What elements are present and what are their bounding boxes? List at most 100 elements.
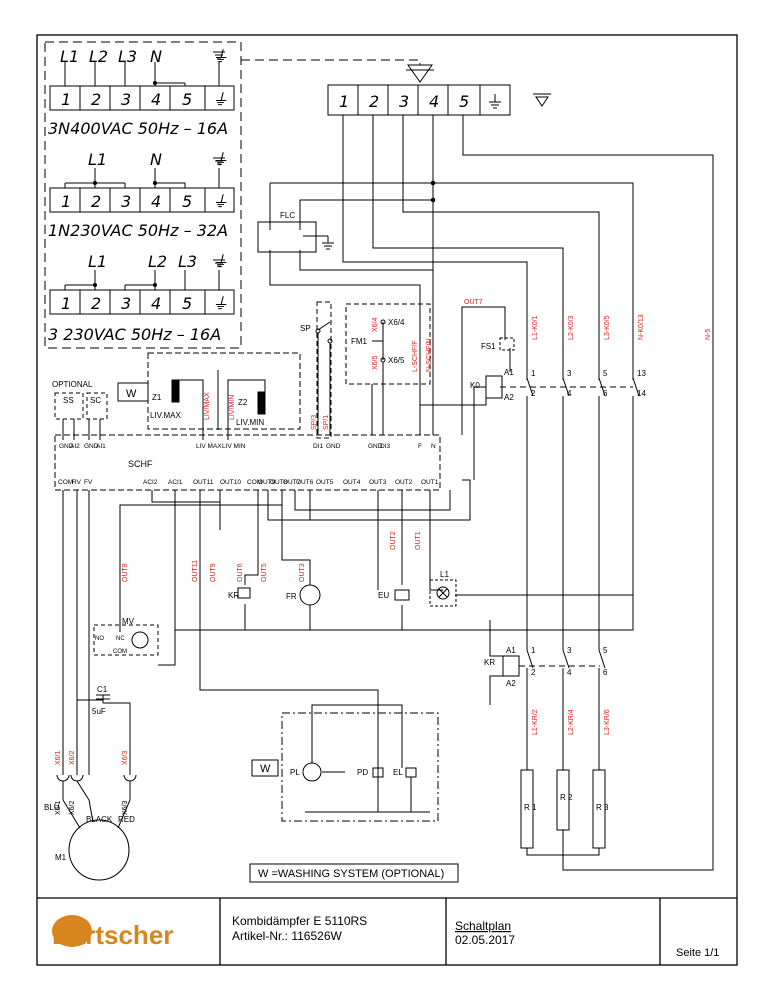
pin-f: F [418, 443, 422, 450]
pin-out4: OUT4 [343, 479, 361, 486]
red-sp1: SP/1 [323, 415, 330, 430]
r1-label: R 1 [524, 803, 537, 812]
pin-out5: OUT5 [316, 479, 334, 486]
article-number: Artikel-Nr.: 116526W [232, 929, 342, 943]
pin-gnd2: GND [84, 443, 99, 450]
red-l-schf: L-SCHF/F [412, 341, 419, 373]
red-n-schf: N-SCHF/N [426, 339, 433, 372]
red-x63: X6/3 [122, 750, 129, 765]
optional-label: OPTIONAL [52, 380, 93, 389]
k0-c13: 13 [637, 369, 646, 378]
mv-com: COM [113, 649, 127, 655]
ground-icon [213, 51, 225, 267]
x65-label: X6/5 [388, 356, 405, 365]
schf-bottom-pins: COM RV FV ACI2 ACI1 OUT11 OUT10 COM OUT9… [58, 479, 439, 486]
mv-nc: NC [116, 636, 125, 642]
s1-cell-pe: ⏚ [212, 90, 228, 109]
pin-out9: OUT9 [258, 479, 276, 486]
k0-a1: A1 [504, 368, 514, 377]
sc-label: SC [90, 396, 101, 405]
supply-block-2 [49, 168, 235, 213]
el-label: EL [393, 768, 403, 777]
red-x61: X6/1 [55, 750, 62, 765]
eu-valve [394, 589, 410, 601]
supply2-rating: 1N230VAC 50Hz – 32A [48, 221, 228, 240]
pin-fv: FV [84, 479, 93, 486]
s3-cell-3: 3 [121, 294, 131, 313]
fr-label: FR [286, 592, 297, 601]
pin-gnd3: GND [326, 443, 341, 450]
blu-label: BLU [44, 803, 60, 812]
kr-lower-label: KR [484, 658, 495, 667]
red-out11: OUT11 [192, 560, 199, 582]
flc-label: FLC [280, 211, 295, 220]
supply1-label-l2: L2 [89, 47, 108, 66]
fm1-label: FM1 [351, 337, 368, 346]
fs1-label: FS1 [481, 342, 496, 351]
pl-label: PL [290, 768, 300, 777]
supply-block-3 [49, 270, 235, 315]
supply3-label-l1: L1 [88, 252, 107, 271]
pin-com2: COM [247, 479, 262, 486]
red-out1: OUT1 [415, 531, 422, 550]
mv-no: NO [95, 636, 104, 642]
bartscher-logo [52, 915, 92, 947]
z2-desc: LIV.MIN [236, 418, 264, 427]
z2-label: Z2 [238, 398, 248, 407]
red-n5: N-5 [705, 329, 712, 340]
k0-c2: 2 [531, 389, 536, 398]
supply2-label-n: N [150, 150, 162, 169]
red-out2: OUT2 [390, 531, 397, 550]
pin-di3: DI3 [380, 443, 391, 450]
red-out8: OUT8 [122, 563, 129, 582]
fr-motor [299, 584, 321, 606]
supply1-label-l1: L1 [60, 47, 79, 66]
red-label: RED [118, 815, 135, 824]
schf-label: SCHF [128, 459, 153, 469]
schf-top-pins: GND AI2 GND AI1 LIV MAX LIV MIN DI1 GND … [59, 443, 436, 450]
output-wires [62, 479, 634, 785]
pd-label: PD [357, 768, 368, 777]
page-number: Seite 1/1 [676, 947, 719, 959]
main-terminal-strip [327, 64, 551, 116]
schf-controller [54, 434, 441, 491]
main-cell-5: 5 [459, 92, 469, 111]
red-sp3: SP/3 [311, 415, 318, 430]
doc-type: Schaltplan [455, 919, 511, 933]
red-l3-kr: L3-KR/6 [604, 709, 611, 735]
s2-cell-pe: ⏚ [212, 192, 228, 211]
s2-cell-1: 1 [61, 192, 71, 211]
pin-aci1: ACI1 [168, 479, 183, 486]
s1-cell-5: 5 [182, 90, 192, 109]
k0-contactor [419, 306, 640, 650]
red-liv-min: LIV/MIN [229, 395, 236, 420]
w-label-bottom: W [260, 763, 271, 775]
pin-rv: RV [72, 479, 82, 486]
supply3-rating: 3 230VAC 50Hz – 16A [48, 325, 221, 344]
pin-out8: OUT8 [270, 479, 288, 486]
kr-c5: 5 [603, 646, 608, 655]
main-cell-4: 4 [429, 92, 439, 111]
red-x65: X6/5 [372, 355, 379, 370]
fm1-switch [345, 303, 431, 435]
main-cell-2: 2 [369, 92, 379, 111]
pin-out2: OUT2 [395, 479, 413, 486]
supply1-rating: 3N400VAC 50Hz – 16A [48, 119, 228, 138]
drawing-frame [36, 34, 738, 966]
red-out9: OUT9 [210, 563, 217, 582]
x64-label: X6/4 [388, 318, 405, 327]
pin-out11: OUT11 [193, 479, 214, 486]
black-label: BLACK [86, 815, 113, 824]
m1-label: M1 [55, 853, 67, 862]
kr-c6: 6 [603, 668, 608, 677]
pin-n: N [431, 443, 436, 450]
flc-filter [257, 221, 334, 253]
r3-label: R 3 [596, 803, 609, 812]
s3-cell-5: 5 [182, 294, 192, 313]
z1-label: Z1 [152, 393, 162, 402]
supply1-label-pe: ⏚ [212, 47, 228, 66]
kr-a1: A1 [506, 646, 516, 655]
